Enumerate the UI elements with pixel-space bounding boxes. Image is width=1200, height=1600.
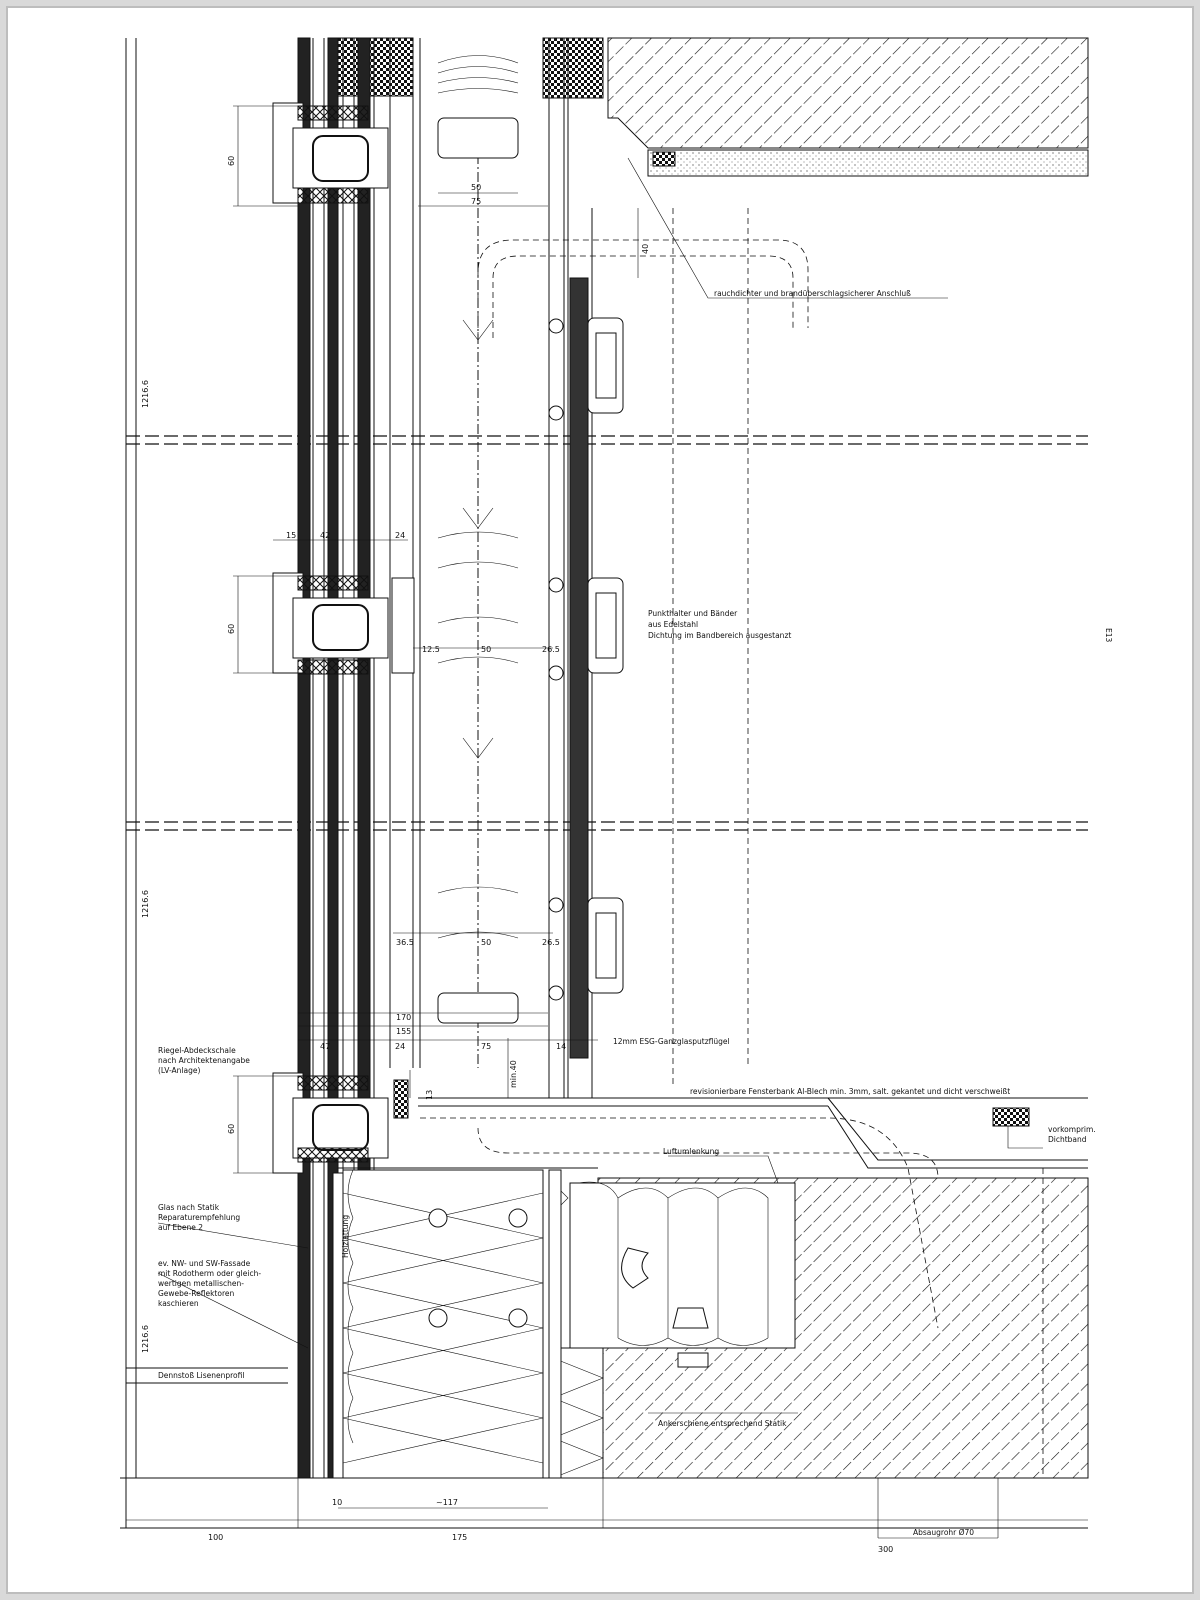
dim-15: 15 [286,531,296,540]
dim-1216-2: 1216.6 [141,890,150,918]
note-vertical-strip: Holzlattung [341,1215,350,1258]
dim-40-top: 40 [641,244,650,254]
transom-profile-mid [272,572,415,675]
leader-lines [157,157,1043,1539]
dim-100: 100 [208,1533,223,1542]
note-right-mark: E13 [1104,628,1113,643]
dim-50-low: 50 [481,938,491,947]
drawing-sheet: rauchdichter und brandüberschlagsicherer… [6,6,1194,1594]
note-nw-4: Gewebe-Reflektoren [158,1289,234,1298]
note-nw-3: wertigen metallischen- [158,1279,244,1288]
note-dennstoss: Dennstoß Lisenenprofil [158,1371,244,1380]
window-sill [338,1097,1088,1169]
note-riegel-2: nach Architektenangabe [158,1056,250,1065]
concrete-slab-bottom [569,1107,1089,1479]
dim-300: 300 [878,1545,893,1554]
air-flow [420,55,939,1329]
dim-26-5-low: 26.5 [542,938,560,947]
dim-min40: min.40 [509,1060,518,1088]
dim-50-top: 50 [471,183,481,192]
dim-12-5: 12.5 [422,645,440,654]
note-luftumlenkung: Luftumlenkung [663,1147,719,1156]
dim-47: 47 [320,1042,330,1051]
dim-36-5: 36.5 [396,938,414,947]
note-nw-2: mit Rodotherm oder gleich- [158,1269,261,1278]
dim-60-top: 60 [227,156,236,166]
concrete-slab-top [337,37,1089,177]
note-glas-1: Glas nach Statik [158,1203,220,1212]
dim-170: 170 [396,1013,411,1022]
dim-75-top: 75 [471,197,481,206]
transom-profile-bottom [272,992,519,1174]
note-nw-5: kaschieren [158,1299,199,1308]
dimension-labels: 60 60 60 50 75 40 1216.6 1216.6 1216.6 1… [141,156,893,1554]
dim-42: 42 [320,531,330,540]
dim-155: 155 [396,1027,411,1036]
drawing-frame-lines [120,38,1088,1529]
note-riegel-3: (LV-Anlage) [158,1066,200,1075]
dim-24-mid: 24 [395,531,405,540]
dim-13: 13 [425,1090,434,1100]
note-riegel-1: Riegel-Abdeckschale [158,1046,236,1055]
dim-50-mid: 50 [481,645,491,654]
facade-section-drawing: rauchdichter und brandüberschlagsicherer… [120,37,1113,1554]
note-vorkomprim-1: vorkomprim. [1048,1125,1096,1134]
transom-profile-top [272,102,519,204]
note-vorkomprim-2: Dichtband [1048,1135,1087,1144]
note-punkthalter-2: aus Edelstahl [648,620,698,629]
dim-26-5-mid: 26.5 [542,645,560,654]
note-absaug: Absaugrohr Ø70 [913,1528,974,1537]
note-rauchdicht: rauchdichter und brandüberschlagsicherer… [714,289,911,298]
dim-14: 14 [556,1042,566,1051]
insulation-outer [332,1169,544,1479]
dim-10: 10 [332,1498,342,1507]
note-revision: revisionierbare Fensterbank Al-Blech min… [690,1087,1010,1096]
post-lisene [548,1169,562,1479]
dim-60-bot: 60 [227,1124,236,1134]
note-esg: 12mm ESG-Ganzglasputzflügel [613,1037,730,1046]
dim-24-low: 24 [395,1042,405,1051]
note-glas-3: auf Ebene 2 [158,1223,203,1232]
dim-60-mid: 60 [227,624,236,634]
dim-75-low: 75 [481,1042,491,1051]
note-nw-1: ev. NW- und SW-Fassade [158,1259,251,1268]
dimension-lines [126,105,1088,1538]
dim-1216-3: 1216.6 [141,1325,150,1353]
dim-117: ~117 [436,1498,458,1507]
note-anker: Ankerschiene entsprechend Statik [658,1419,787,1428]
annotations: rauchdichter und brandüberschlagsicherer… [158,289,1113,1537]
level-lines [126,435,1088,831]
note-punkthalter-3: Dichtung im Bandbereich ausgestanzt [648,631,791,640]
point-holders [548,317,624,1001]
dim-1216-1: 1216.6 [141,380,150,408]
dim-175: 175 [452,1533,467,1542]
note-glas-2: Reparaturempfehlung [158,1213,240,1222]
note-punkthalter-1: Punkthalter und Bänder [648,609,738,618]
